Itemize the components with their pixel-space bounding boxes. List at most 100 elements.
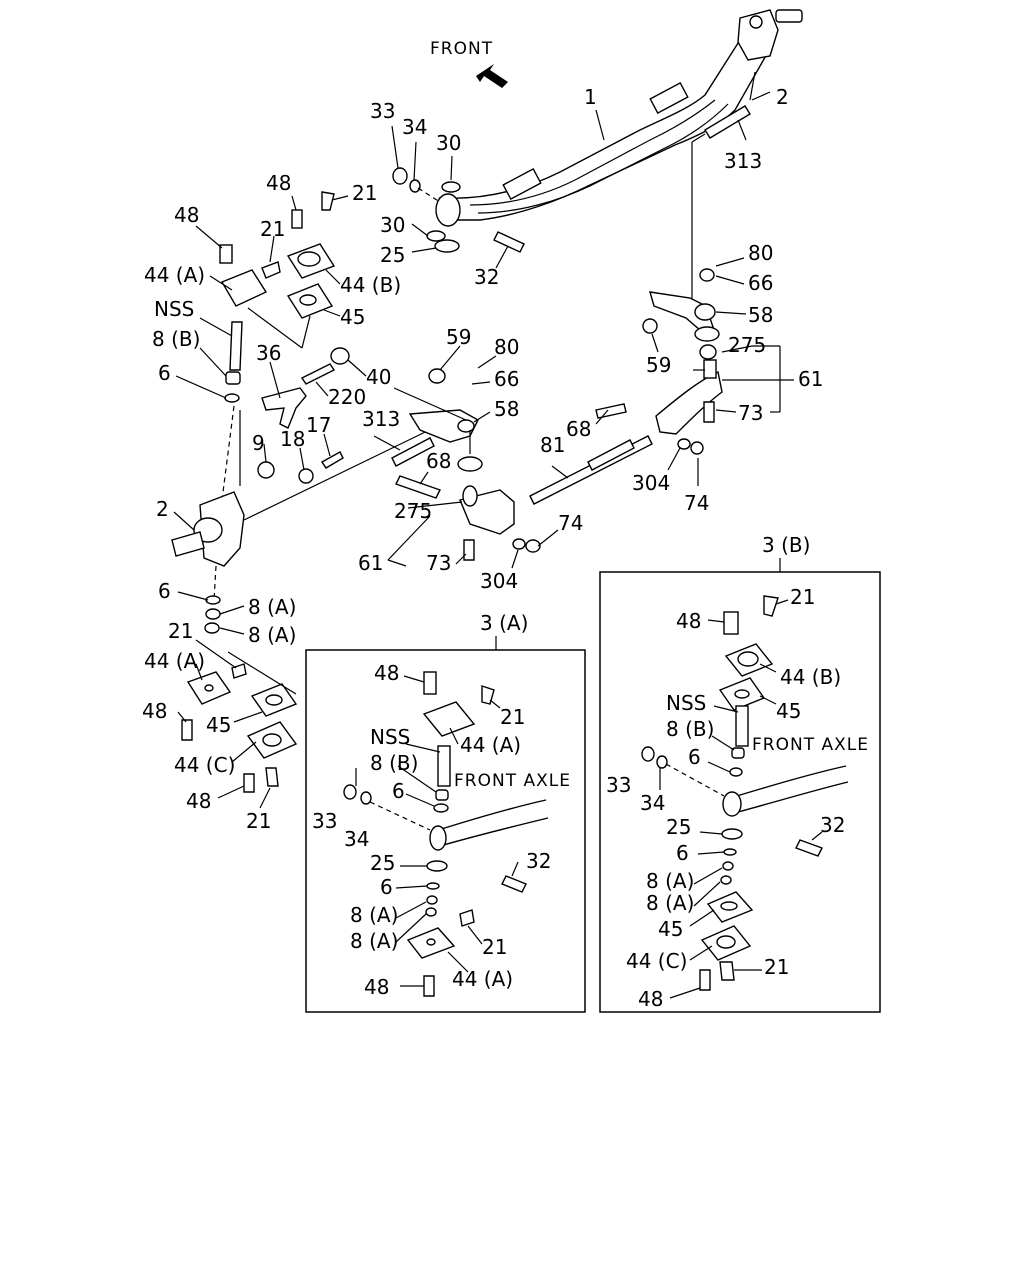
inset-3b-callout-8a: 8 (A) [646,869,694,893]
callout-80: 80 [748,241,773,265]
callout-17: 17 [306,413,331,437]
callout-6: 6 [158,361,171,385]
callout-68: 68 [566,417,591,441]
inset-3b-callout-45: 45 [776,699,801,723]
callout-48: 48 [266,171,291,195]
callout-30: 30 [436,131,461,155]
inset-3a-callout-8b: 8 (B) [370,751,418,775]
front-direction-indicator: FRONT [430,39,508,88]
callout-8b: 8 (B) [152,327,200,351]
inset-3b-callout-44b: 44 (B) [780,665,841,689]
inset-3b-callout-44c: 44 (C) [626,949,687,973]
callout-32: 32 [474,265,499,289]
inset-3a-callout-48: 48 [364,975,389,999]
callout-61: 61 [358,551,383,575]
callout-44b: 44 (B) [340,273,401,297]
callout-304: 304 [632,471,670,495]
callout-21: 21 [352,181,377,205]
inset-3b-axle-label: FRONT AXLE [752,735,869,755]
callout-48: 48 [174,203,199,227]
tie-rod-end-right-group [642,268,723,455]
inset-3b-callout-48: 48 [676,609,701,633]
callout-2: 2 [776,85,789,109]
knuckle-arm-group [239,347,350,486]
callout-48: 48 [186,789,211,813]
inset-3a-callout-44a: 44 (A) [460,733,521,757]
inset-3b-frame [599,571,881,1013]
inset-3b-callout-21: 21 [790,585,815,609]
callout-44c: 44 (C) [174,753,235,777]
front-arrow-icon [476,64,508,88]
inset-3a-callout-33: 33 [312,809,337,833]
callout-66: 66 [494,367,519,391]
tie-rod-81 [529,403,653,505]
inset-3b-callout-45: 45 [658,917,683,941]
callout-25: 25 [380,243,405,267]
upper-left-cover-group [219,191,336,501]
inset-3a-callout-8a: 8 (A) [350,903,398,927]
steering-knuckle-right [737,9,803,61]
callout-44a: 44 (A) [144,649,205,673]
callout-74: 74 [684,491,709,515]
callout-30: 30 [380,213,405,237]
inset-3a-callout-48: 48 [374,661,399,685]
inset-3a: 3 (A) FRONT AXLE [305,611,586,1013]
callout-80: 80 [494,335,519,359]
inset-3a-title: 3 (A) [480,611,528,635]
callout-68: 68 [426,449,451,473]
callout-275: 275 [728,333,766,357]
inset-3a-callout-6: 6 [392,779,405,803]
callout-58: 58 [748,303,773,327]
callout-9: 9 [252,431,265,455]
callout-73: 73 [738,401,763,425]
callout-33: 33 [370,99,395,123]
inset-3b-callout-6: 6 [676,841,689,865]
callout-48: 48 [142,699,167,723]
inset-3b-callout-nss: NSS [666,691,706,715]
inset-3a-callout-44a: 44 (A) [452,967,513,991]
callout-21: 21 [246,809,271,833]
inset-3b-callout-21: 21 [764,955,789,979]
front-direction-label: FRONT [430,39,493,59]
tie-rod-bolt-313-top [691,105,751,310]
tie-rod-end-left-group [391,368,541,561]
inset-3a-callout-nss: NSS [370,725,410,749]
callout-59: 59 [646,353,671,377]
callout-18: 18 [280,427,305,451]
inset-3b: 3 (B) FRONT AXLE [599,533,881,1013]
callout-21: 21 [168,619,193,643]
callout-8a: 8 (A) [248,623,296,647]
callout-1: 1 [584,85,597,109]
inset-3a-callout-34: 34 [344,827,369,851]
callout-313: 313 [724,149,762,173]
callout-34: 34 [402,115,427,139]
callout-73: 73 [426,551,451,575]
callout-220: 220 [328,385,366,409]
callout-74: 74 [558,511,583,535]
inset-3a-callout-21: 21 [500,705,525,729]
inset-3a-callout-6: 6 [380,875,393,899]
callout-2: 2 [156,497,169,521]
inset-3a-callout-8a: 8 (A) [350,929,398,953]
callout-44a: 44 (A) [144,263,205,287]
callout-58: 58 [494,397,519,421]
callout-275: 275 [394,499,432,523]
inset-3a-axle-label: FRONT AXLE [454,771,571,791]
callout-81: 81 [540,433,565,457]
inset-3b-callout-8b: 8 (B) [666,717,714,741]
callout-6: 6 [158,579,171,603]
inset-3b-callout-25: 25 [666,815,691,839]
callout-21: 21 [260,217,285,241]
leader-lines-main [173,71,794,809]
axle-beam [438,35,769,221]
inset-3b-callout-32: 32 [820,813,845,837]
inset-3a-callout-21: 21 [482,935,507,959]
inset-3b-title: 3 (B) [762,533,810,557]
callout-45: 45 [340,305,365,329]
callout-304: 304 [480,569,518,593]
inset-3b-callout-8a: 8 (A) [646,891,694,915]
callout-313: 313 [362,407,400,431]
inset-3a-callout-32: 32 [526,849,551,873]
callout-40: 40 [366,365,391,389]
